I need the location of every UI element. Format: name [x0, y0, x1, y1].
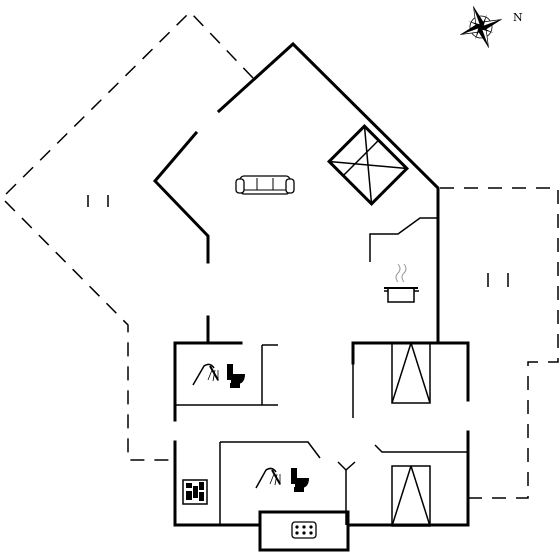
- terrace-west: [0, 10, 254, 461]
- washing-machine-icon: [291, 521, 317, 539]
- terrace-east: [440, 187, 559, 499]
- north-label: N: [513, 11, 523, 24]
- toilet-icon: [291, 468, 309, 492]
- shower-icon: [192, 363, 219, 386]
- sofa-icon: [235, 175, 295, 195]
- bed-icon: [391, 342, 431, 404]
- cooking-pot-icon: [384, 263, 419, 303]
- bed-icon: [391, 465, 431, 527]
- stairs-icon: [326, 123, 410, 207]
- compass-rose-icon: [460, 6, 502, 48]
- toilet-icon: [227, 364, 245, 388]
- sauna-icon: [182, 479, 208, 505]
- walls: [152, 41, 470, 552]
- shower-icon: [255, 467, 281, 489]
